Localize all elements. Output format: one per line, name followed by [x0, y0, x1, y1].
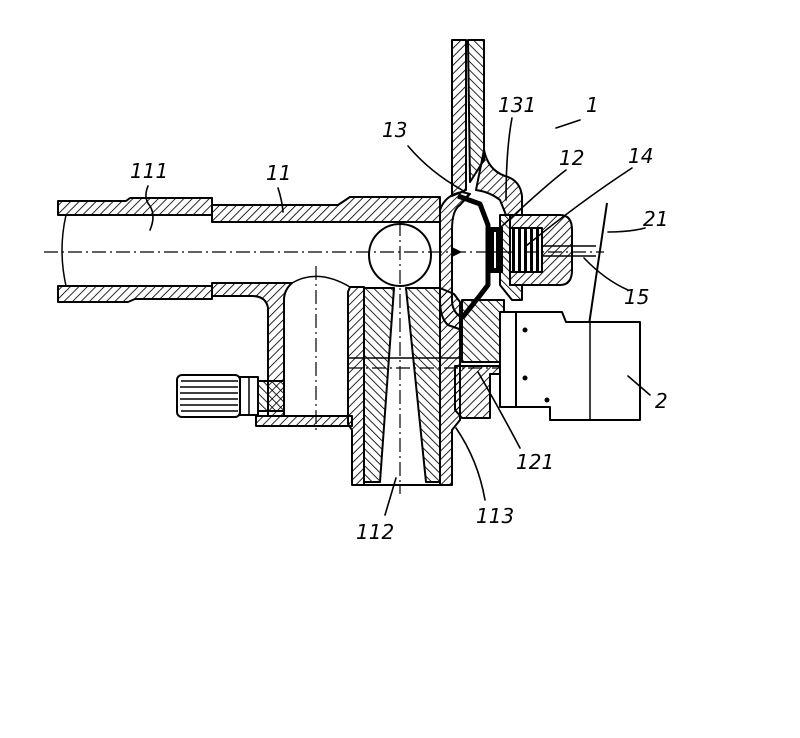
label-113: 113 — [476, 504, 514, 528]
box-rivet — [522, 375, 528, 381]
fitting-open-end — [61, 214, 67, 287]
reference-numerals: 111 11 13 131 1 12 14 21 15 2 121 113 11… — [130, 93, 668, 544]
control-box-2 — [515, 311, 641, 421]
threaded-stem — [257, 380, 285, 412]
leader-111 — [145, 185, 154, 231]
seat-13 — [439, 191, 471, 331]
nozzle-left-cone-wall — [363, 287, 395, 483]
label-11: 11 — [266, 161, 291, 185]
box-support — [499, 311, 517, 408]
leader-131 — [505, 117, 513, 201]
leader-112 — [384, 477, 397, 516]
label-112: 112 — [356, 520, 394, 544]
leader-14 — [525, 167, 633, 247]
coil-winding — [530, 228, 533, 272]
coil-winding — [512, 228, 515, 272]
label-2: 2 — [655, 389, 668, 413]
chamber-top-arc — [291, 275, 351, 288]
leader-lines — [145, 117, 651, 516]
coil-windings — [512, 228, 539, 272]
chamber-bottom-wall — [255, 415, 353, 427]
leader-2 — [627, 375, 651, 396]
fitting-top-wall — [57, 197, 213, 216]
knurl-lines — [180, 380, 238, 412]
leader-13 — [407, 145, 463, 191]
leader-21 — [607, 227, 646, 233]
box-rivet — [522, 327, 528, 333]
fitting-bottom-wall — [57, 285, 213, 303]
block-121 — [461, 299, 505, 363]
housing-upper — [475, 149, 523, 216]
label-13: 13 — [382, 118, 407, 142]
leader-11 — [277, 187, 284, 213]
label-1: 1 — [586, 93, 599, 117]
label-12: 12 — [559, 146, 584, 170]
leader-15 — [583, 257, 629, 291]
label-131: 131 — [498, 93, 536, 117]
label-111: 111 — [130, 159, 168, 183]
box-rivet — [544, 397, 550, 403]
leader-12 — [499, 169, 567, 229]
lower-block — [454, 365, 506, 419]
leader-113 — [455, 427, 486, 501]
knurled-fitting — [176, 374, 285, 418]
label-21: 21 — [643, 207, 668, 231]
label-15: 15 — [624, 285, 649, 309]
leader-1 — [555, 119, 581, 129]
tube-top-wall — [211, 196, 441, 223]
nozzle-112 — [347, 222, 520, 494]
nozzle-left-sleeve — [347, 286, 365, 486]
label-121: 121 — [516, 450, 554, 474]
valve-body-1 — [439, 39, 523, 419]
coil-winding — [518, 228, 521, 272]
nozzle-right-cone-wall — [405, 287, 441, 483]
box-outline — [515, 311, 641, 421]
label-14: 14 — [628, 144, 653, 168]
coil-winding — [536, 228, 539, 272]
coil-winding — [524, 228, 527, 272]
leader-121 — [477, 371, 521, 449]
vertical-plate-left — [451, 39, 467, 197]
lower-chamber — [255, 266, 353, 434]
